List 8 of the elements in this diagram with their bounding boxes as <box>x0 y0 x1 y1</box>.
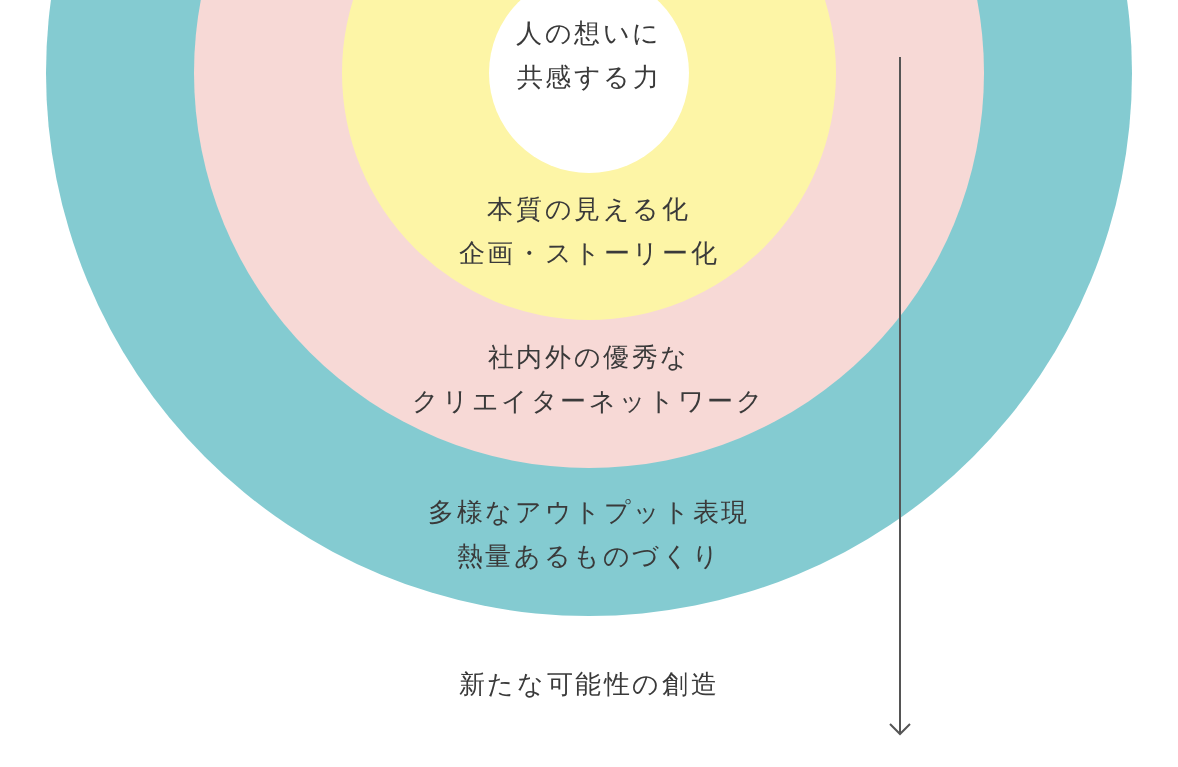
ring-text: 熱量あるものづくり <box>456 540 722 573</box>
ring-text: クリエイターネットワーク <box>412 385 766 418</box>
ring-text: 多様なアウトプット表現 <box>428 496 750 529</box>
ring-text: 社内外の優秀な <box>487 341 691 374</box>
outcome-text: 新たな可能性の創造 <box>458 668 720 701</box>
ring-text: 企画・ストーリー化 <box>458 237 720 270</box>
ring-text: 人の想いに共感する力 <box>515 17 663 94</box>
ring-text: 本質の見える化 <box>487 193 691 226</box>
